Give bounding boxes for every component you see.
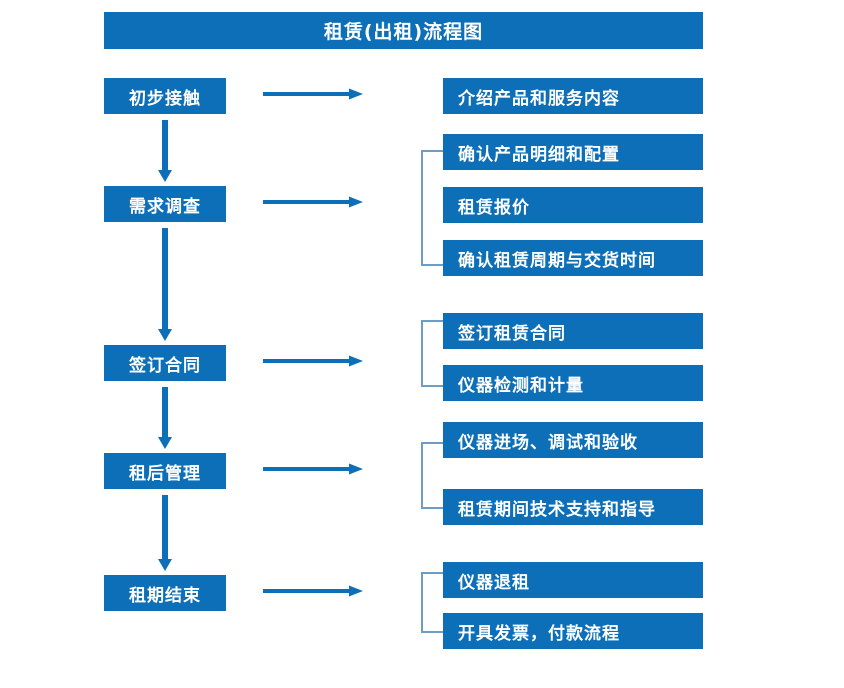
page-title: 租赁(出租)流程图	[104, 12, 703, 49]
arrow-right-icon-3	[263, 354, 363, 368]
arrow-down-icon-4	[157, 495, 173, 571]
detail-box-invoice-payment[interactable]: 开具发票，付款流程	[443, 613, 703, 649]
arrow-right-icon-5	[263, 584, 363, 598]
arrow-down-icon-1	[157, 120, 173, 182]
group-bracket-needs-survey	[420, 150, 444, 266]
detail-box-confirm-period-delivery[interactable]: 确认租赁周期与交货时间	[443, 240, 703, 276]
detail-box-instrument-return[interactable]: 仪器退租	[443, 562, 703, 598]
detail-box-confirm-product-details[interactable]: 确认产品明细和配置	[443, 134, 703, 170]
arrow-down-icon-2	[157, 228, 173, 341]
group-bracket-rental-end	[420, 572, 444, 633]
detail-box-instrument-installation[interactable]: 仪器进场、调试和验收	[443, 422, 703, 458]
arrow-right-icon-1	[263, 87, 363, 101]
detail-box-sign-rental-contract[interactable]: 签订租赁合同	[443, 313, 703, 349]
stage-box-initial-contact[interactable]: 初步接触	[104, 78, 226, 114]
detail-box-instrument-inspection[interactable]: 仪器检测和计量	[443, 365, 703, 401]
stage-box-rental-end[interactable]: 租期结束	[104, 575, 226, 611]
group-bracket-sign-contract	[420, 320, 444, 387]
detail-box-technical-support[interactable]: 租赁期间技术支持和指导	[443, 489, 703, 525]
arrow-down-icon-3	[157, 387, 173, 449]
stage-box-post-rental-management[interactable]: 租后管理	[104, 453, 226, 489]
stage-box-sign-contract[interactable]: 签订合同	[104, 345, 226, 381]
group-bracket-post-rental	[420, 442, 444, 509]
stage-box-needs-survey[interactable]: 需求调查	[104, 186, 226, 222]
detail-box-rental-quotation[interactable]: 租赁报价	[443, 187, 703, 223]
arrow-right-icon-2	[263, 195, 363, 209]
detail-box-introduce-products[interactable]: 介绍产品和服务内容	[443, 78, 703, 114]
arrow-right-icon-4	[263, 462, 363, 476]
